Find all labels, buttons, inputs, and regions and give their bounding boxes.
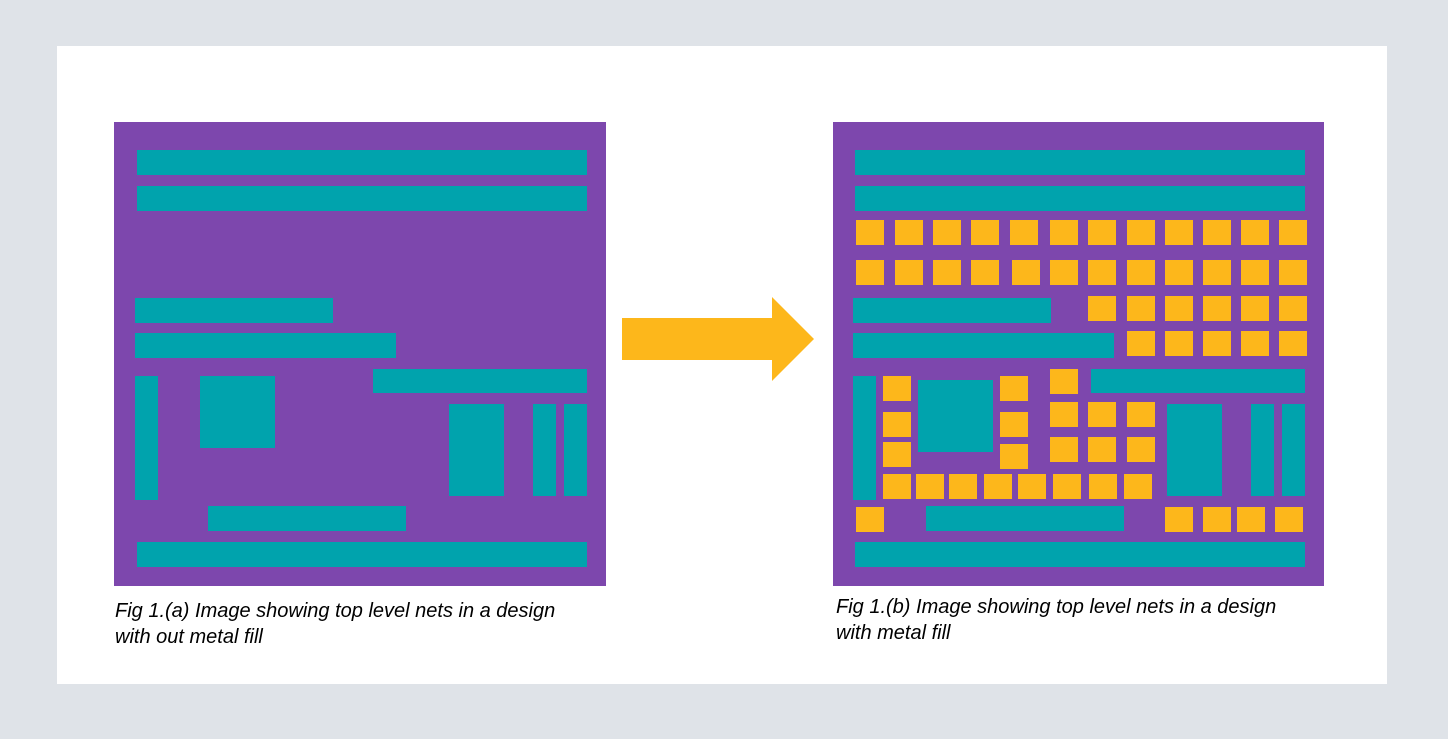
metal-fill-square	[1127, 220, 1155, 245]
metal-fill-square	[895, 220, 923, 245]
metal-fill-square	[1000, 444, 1028, 469]
net-block	[200, 376, 275, 448]
metal-fill-square	[1127, 260, 1155, 285]
net-wire	[1091, 369, 1305, 393]
metal-fill-square	[1237, 507, 1265, 532]
metal-fill-square	[856, 260, 884, 285]
metal-fill-square	[1241, 331, 1269, 356]
net-block	[918, 380, 993, 452]
metal-fill-square	[971, 220, 999, 245]
metal-fill-group	[856, 220, 1307, 532]
metal-fill-square	[883, 442, 911, 467]
metal-fill-square	[883, 474, 911, 499]
metal-fill-square	[916, 474, 944, 499]
metal-fill-square	[1053, 474, 1081, 499]
metal-fill-square	[1165, 507, 1193, 532]
metal-fill-square	[1165, 296, 1193, 321]
metal-fill-square	[1279, 331, 1307, 356]
metal-fill-square	[895, 260, 923, 285]
metal-fill-square	[1000, 412, 1028, 437]
metal-fill-square	[1279, 260, 1307, 285]
net-wire	[853, 376, 876, 500]
net-wire	[1282, 404, 1305, 496]
metal-fill-square	[856, 220, 884, 245]
metal-fill-square	[1088, 296, 1116, 321]
metal-fill-square	[984, 474, 1012, 499]
net-wire	[1251, 404, 1274, 496]
metal-fill-square	[1088, 220, 1116, 245]
net-wire	[533, 404, 556, 496]
layout-a-svg	[114, 122, 606, 586]
right-arrow-icon	[622, 297, 814, 381]
metal-fill-square	[1000, 376, 1028, 401]
net-wire	[855, 150, 1305, 175]
net-wire	[135, 333, 396, 358]
metal-fill-square	[1127, 437, 1155, 462]
metal-fill-square	[1165, 331, 1193, 356]
metal-fill-square	[1124, 474, 1152, 499]
metal-fill-square	[933, 260, 961, 285]
metal-fill-square	[933, 220, 961, 245]
metal-fill-square	[1012, 260, 1040, 285]
caption-b-line2: with metal fill	[836, 622, 951, 644]
metal-fill-square	[1165, 220, 1193, 245]
metal-fill-square	[1203, 331, 1231, 356]
caption-b-line1: Fig 1.(b) Image showing top level nets i…	[836, 596, 1277, 618]
metal-fill-square	[1010, 220, 1038, 245]
net-block	[449, 404, 504, 496]
net-wire	[564, 404, 587, 496]
metal-fill-square	[1241, 260, 1269, 285]
metal-fill-square	[1089, 474, 1117, 499]
net-wire	[135, 376, 158, 500]
metal-fill-square	[1127, 296, 1155, 321]
net-wire	[855, 186, 1305, 211]
metal-fill-square	[1127, 402, 1155, 427]
caption-figure-b: Fig 1.(b) Image showing top level nets i…	[836, 594, 1336, 646]
metal-fill-square	[1088, 402, 1116, 427]
layout-with-fill	[833, 122, 1324, 586]
metal-fill-square	[949, 474, 977, 499]
metal-fill-square	[1050, 402, 1078, 427]
metal-fill-square	[1165, 260, 1193, 285]
metal-fill-square	[1203, 507, 1231, 532]
metal-fill-square	[1050, 437, 1078, 462]
net-wire	[855, 542, 1305, 567]
metal-fill-square	[1088, 260, 1116, 285]
metal-fill-square	[971, 260, 999, 285]
metal-fill-square	[1050, 220, 1078, 245]
net-wire	[926, 506, 1124, 531]
metal-fill-square	[1203, 220, 1231, 245]
caption-a-line2: with out metal fill	[115, 626, 263, 648]
layout-b-svg	[833, 122, 1324, 586]
net-wire	[135, 298, 333, 323]
net-wire	[853, 333, 1114, 358]
net-wire	[137, 150, 587, 175]
metal-fill-square	[1050, 369, 1078, 394]
metal-fill-square	[856, 507, 884, 532]
net-block	[1167, 404, 1222, 496]
transition-arrow	[622, 297, 814, 381]
metal-fill-square	[1203, 296, 1231, 321]
net-wire	[137, 186, 587, 211]
metal-fill-square	[1088, 437, 1116, 462]
net-wire	[137, 542, 587, 567]
metal-fill-square	[1279, 220, 1307, 245]
metal-fill-square	[883, 376, 911, 401]
metal-fill-square	[883, 412, 911, 437]
metal-fill-square	[1279, 296, 1307, 321]
net-wire	[208, 506, 406, 531]
caption-figure-a: Fig 1.(a) Image showing top level nets i…	[115, 598, 615, 650]
metal-fill-square	[1127, 331, 1155, 356]
layout-without-fill	[114, 122, 606, 586]
metal-fill-square	[1203, 260, 1231, 285]
metal-fill-square	[1018, 474, 1046, 499]
net-wire	[853, 298, 1051, 323]
metal-fill-square	[1241, 296, 1269, 321]
metal-fill-square	[1241, 220, 1269, 245]
metal-fill-square	[1050, 260, 1078, 285]
net-wire	[373, 369, 587, 393]
caption-a-line1: Fig 1.(a) Image showing top level nets i…	[115, 600, 556, 622]
metal-fill-square	[1275, 507, 1303, 532]
